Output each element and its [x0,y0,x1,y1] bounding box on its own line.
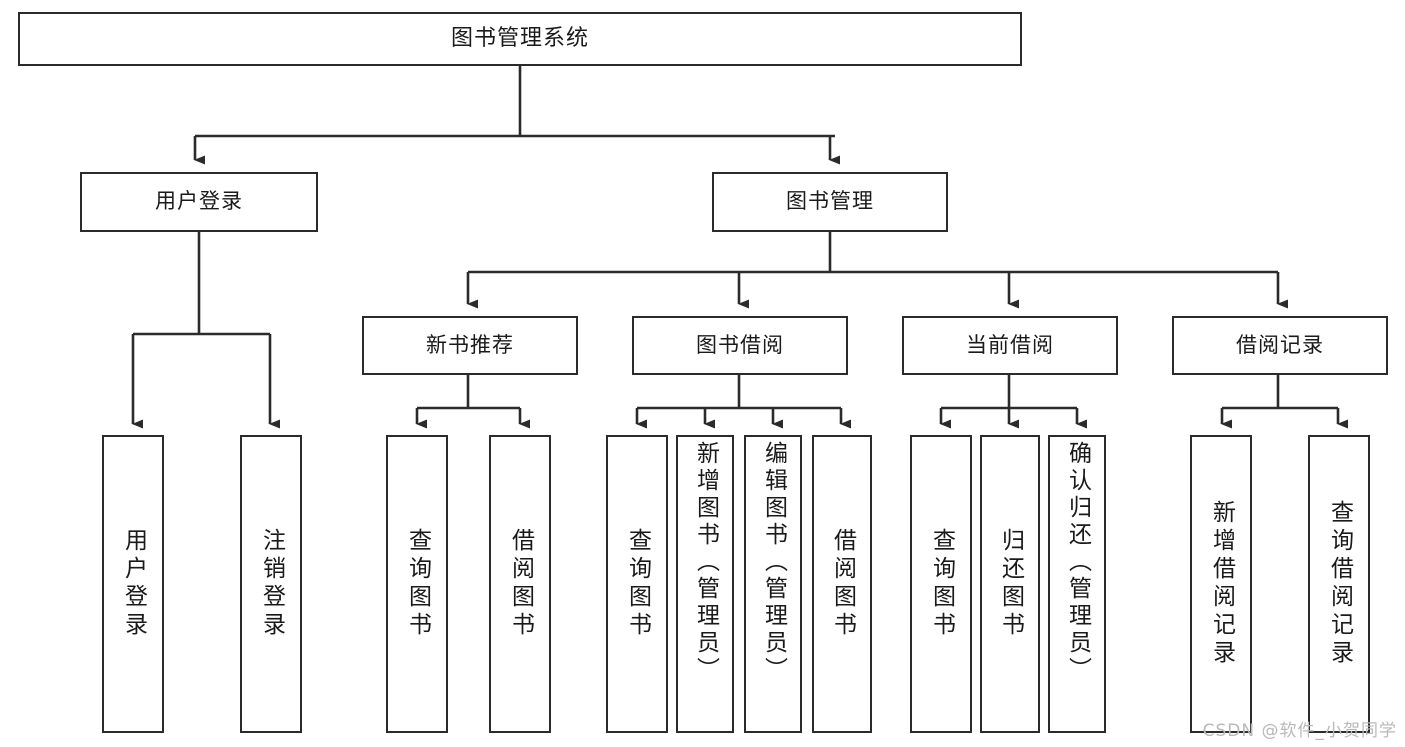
node-label: 注销登录 [258,528,285,640]
node-leaf-borrow-book[interactable]: 借阅图书 [812,435,872,733]
node-label: 查询图书 [928,528,955,640]
node-current-borrow[interactable]: 当前借阅 [902,316,1118,375]
node-new-book-recommend[interactable]: 新书推荐 [362,316,578,375]
node-book-management[interactable]: 图书管理 [712,172,948,232]
node-label: 查询借阅记录 [1326,500,1353,668]
node-leaf-logout[interactable]: 注销登录 [240,435,302,733]
node-label: 查询图书 [404,528,431,640]
node-root-library-management-system[interactable]: 图书管理系统 [18,12,1022,66]
node-label: 确认归还（管理员） [1064,441,1091,684]
node-label: 编辑图书（管理员） [760,441,787,684]
node-label: 新增图书（管理员） [692,441,719,684]
node-leaf-add-borrow-record[interactable]: 新增借阅记录 [1190,435,1252,733]
node-label: 新书推荐 [426,332,514,357]
node-user-login[interactable]: 用户登录 [80,172,318,232]
node-label: 借阅图书 [507,528,534,640]
node-leaf-borrow-book-recommend[interactable]: 借阅图书 [489,435,551,733]
node-borrow-record[interactable]: 借阅记录 [1172,316,1388,375]
node-label: 图书借阅 [696,332,784,357]
node-leaf-confirm-return-admin[interactable]: 确认归还（管理员） [1048,435,1106,733]
node-leaf-query-book-borrow[interactable]: 查询图书 [606,435,668,733]
node-label: 新增借阅记录 [1208,500,1235,668]
node-label: 当前借阅 [966,332,1054,357]
node-label: 图书管理 [786,189,874,214]
node-label: 查询图书 [624,528,651,640]
node-label: 图书管理系统 [450,25,589,51]
node-leaf-query-borrow-record[interactable]: 查询借阅记录 [1308,435,1370,733]
node-leaf-query-book-current[interactable]: 查询图书 [910,435,972,733]
node-leaf-add-book-admin[interactable]: 新增图书（管理员） [676,435,734,733]
node-leaf-return-book[interactable]: 归还图书 [980,435,1040,733]
node-label: 归还图书 [997,528,1024,640]
node-label: 用户登录 [155,189,243,214]
node-label: 借阅记录 [1236,332,1324,357]
csdn-watermark: CSDN @软件_小贺同学 [1202,721,1397,741]
node-leaf-user-login[interactable]: 用户登录 [102,435,164,733]
node-leaf-edit-book-admin[interactable]: 编辑图书（管理员） [744,435,802,733]
node-label: 用户登录 [120,528,147,640]
node-leaf-query-book-recommend[interactable]: 查询图书 [386,435,448,733]
node-book-borrow[interactable]: 图书借阅 [632,316,848,375]
node-label: 借阅图书 [829,528,856,640]
